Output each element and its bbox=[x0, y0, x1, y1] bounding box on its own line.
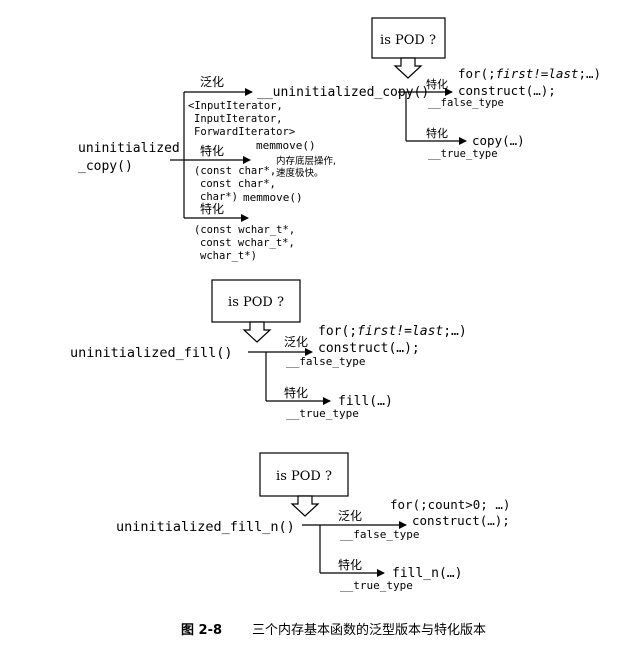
pod-down-arrow-icon bbox=[290, 495, 320, 517]
for-loop: for(;first!=last;…) bbox=[318, 324, 467, 339]
general-param: InputIterator, bbox=[194, 113, 283, 125]
for-loop: for(;count>0; …) bbox=[390, 497, 510, 512]
copy-call: copy(…) bbox=[472, 133, 525, 148]
true-type-label: __true_type bbox=[340, 579, 413, 592]
memmove-call: memmove() bbox=[256, 139, 316, 152]
specialize-label: 特化 bbox=[284, 385, 308, 400]
pod-label: is POD ? bbox=[228, 295, 284, 310]
general-func: __uninitialized_copy() bbox=[257, 85, 429, 100]
pod-label: is POD ? bbox=[276, 469, 332, 484]
root-uninitialized-fill-n: uninitialized_fill_n() bbox=[116, 519, 295, 535]
root-uninitialized-copy-line2: _copy() bbox=[78, 159, 133, 174]
wchar-param: wchar_t*) bbox=[200, 250, 257, 262]
diagram-uninitialized-fill: is POD ? uninitialized_fill() 泛化 for(;fi… bbox=[70, 279, 467, 420]
generalize-label: 泛化 bbox=[200, 75, 224, 89]
char-param: char*) bbox=[200, 191, 238, 203]
general-param: ForwardIterator> bbox=[194, 126, 295, 138]
caption-text: 三个内存基本函数的泛型版本与特化版本 bbox=[252, 622, 486, 638]
construct-call: construct(…); bbox=[458, 83, 556, 98]
generalize-label: 泛化 bbox=[338, 509, 362, 523]
specialize-label: 特化 bbox=[200, 143, 224, 158]
root-uninitialized-copy-line1: uninitialized bbox=[78, 141, 180, 156]
pod-box bbox=[371, 17, 446, 59]
specialize-label: 特化 bbox=[426, 126, 448, 140]
wchar-param: const wchar_t*, bbox=[200, 237, 295, 249]
figure-number: 图 2-8 bbox=[181, 623, 222, 638]
false-type-label: __false_type bbox=[428, 97, 504, 109]
root-uninitialized-fill: uninitialized_fill() bbox=[70, 345, 233, 361]
memmove-call: memmove() bbox=[243, 191, 303, 204]
fill-n-call: fill_n(…) bbox=[392, 566, 462, 581]
generalize-label: 泛化 bbox=[284, 335, 308, 349]
false-type-label: __false_type bbox=[286, 355, 365, 368]
general-param: <InputIterator, bbox=[188, 100, 283, 112]
pod-down-arrow-icon bbox=[242, 321, 272, 343]
pod-down-arrow-icon bbox=[393, 57, 423, 79]
true-type-label: __true_type bbox=[428, 148, 498, 160]
pod-label: is POD ? bbox=[380, 33, 436, 48]
specialize-label: 特化 bbox=[338, 557, 362, 572]
note-line: 内存底层操作, bbox=[276, 155, 336, 167]
pod-box bbox=[211, 279, 301, 323]
construct-call: construct(…); bbox=[318, 341, 420, 356]
wchar-param: (const wchar_t*, bbox=[194, 224, 295, 236]
char-param: const char*, bbox=[200, 178, 276, 190]
figure-caption: 图 2-8 三个内存基本函数的泛型版本与特化版本 bbox=[181, 622, 486, 638]
pod-box bbox=[259, 452, 349, 497]
note-line: 速度极快。 bbox=[276, 167, 324, 179]
true-type-label: __true_type bbox=[286, 407, 359, 420]
construct-call: construct(…); bbox=[412, 513, 510, 528]
specialize-label: 特化 bbox=[200, 201, 224, 216]
diagram-uninitialized-fill-n: is POD ? uninitialized_fill_n() 泛化 for(;… bbox=[116, 452, 510, 592]
specialize-label: 特化 bbox=[426, 77, 448, 91]
char-param: (const char*, bbox=[194, 165, 276, 177]
false-type-label: __false_type bbox=[340, 528, 419, 541]
diagram-uninitialized-copy: is POD ? uninitialized _copy() 泛化 __unin… bbox=[78, 17, 601, 262]
fill-call: fill(…) bbox=[338, 394, 393, 409]
for-loop: for(;first!=last;…) bbox=[458, 66, 601, 81]
